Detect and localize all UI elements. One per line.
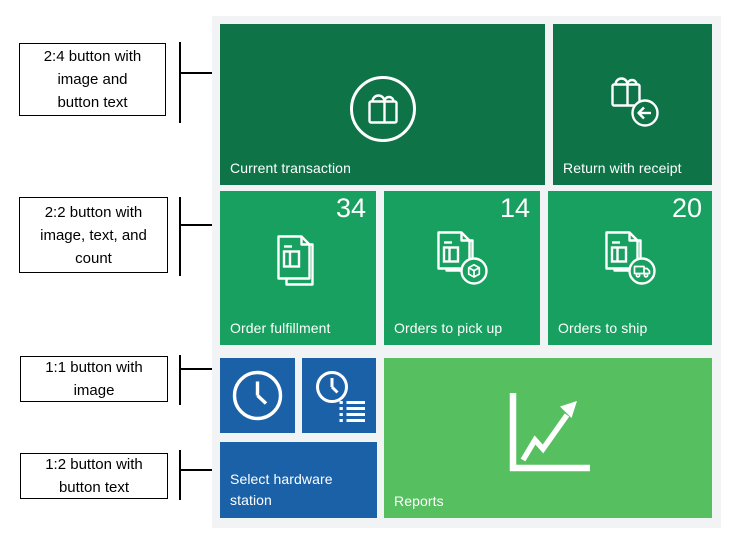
callout-connector-line — [180, 224, 222, 226]
documents-package-icon — [437, 231, 488, 285]
tile-label: Select hardware station — [230, 471, 333, 508]
callout-label: 1:1 button with image — [45, 359, 143, 399]
tile-return-with-receipt[interactable]: Return with receipt — [553, 24, 712, 185]
tile-count: 34 — [335, 193, 366, 223]
tile-current-transaction[interactable]: Current transaction — [220, 24, 545, 185]
clock-list-icon — [316, 371, 365, 422]
tile-orders-to-pick-up[interactable]: 14 Orders to pick up — [384, 191, 540, 345]
tile-label: Current transaction — [230, 160, 351, 176]
shopping-bag-return-arrow-icon — [610, 77, 659, 127]
tile-label: Orders to ship — [558, 320, 648, 336]
tile-clock-list[interactable] — [302, 358, 376, 433]
tile-label: Orders to pick up — [394, 320, 503, 336]
clock-icon — [232, 370, 283, 421]
chart-arrow-icon — [509, 393, 590, 472]
callout-connector-bracket — [179, 42, 181, 123]
callout-label: 2:2 button with image, text, and count — [40, 203, 147, 267]
tile-label: Reports — [394, 493, 444, 509]
tile-select-hardware-station[interactable]: Select hardware station — [220, 442, 377, 518]
callout-connector-line — [180, 368, 222, 370]
callout-box-2x2-button: 2:2 button with image, text, and count — [19, 197, 168, 273]
tile-label: Order fulfillment — [230, 320, 331, 336]
tile-count: 14 — [499, 193, 530, 223]
callout-connector-bracket — [179, 355, 181, 405]
callout-label: 2:4 button with image and button text — [43, 48, 142, 111]
tile-label: Return with receipt — [563, 160, 682, 176]
tile-order-fulfillment[interactable]: 34 Order fulfillment — [220, 191, 376, 345]
tile-reports[interactable]: Reports — [384, 358, 712, 518]
callout-connector-line — [180, 469, 222, 471]
documents-truck-icon — [605, 231, 656, 285]
callout-label: 1:2 button with button text — [45, 456, 143, 496]
callout-connector-line — [180, 72, 222, 74]
callout-box-2x4-button: 2:4 button with image and button text — [19, 43, 166, 116]
callout-connector-bracket — [179, 197, 181, 276]
callout-box-1x2-button: 1:2 button with button text — [20, 453, 168, 499]
callout-connector-bracket — [179, 450, 181, 500]
tile-count: 20 — [671, 193, 702, 223]
callout-box-1x1-button: 1:1 button with image — [20, 356, 168, 402]
tile-clock[interactable] — [220, 358, 295, 433]
shopping-bag-in-circle-icon — [349, 76, 416, 142]
tile-orders-to-ship[interactable]: 20 Orders to ship — [548, 191, 712, 345]
documents-stack-icon — [277, 235, 314, 286]
